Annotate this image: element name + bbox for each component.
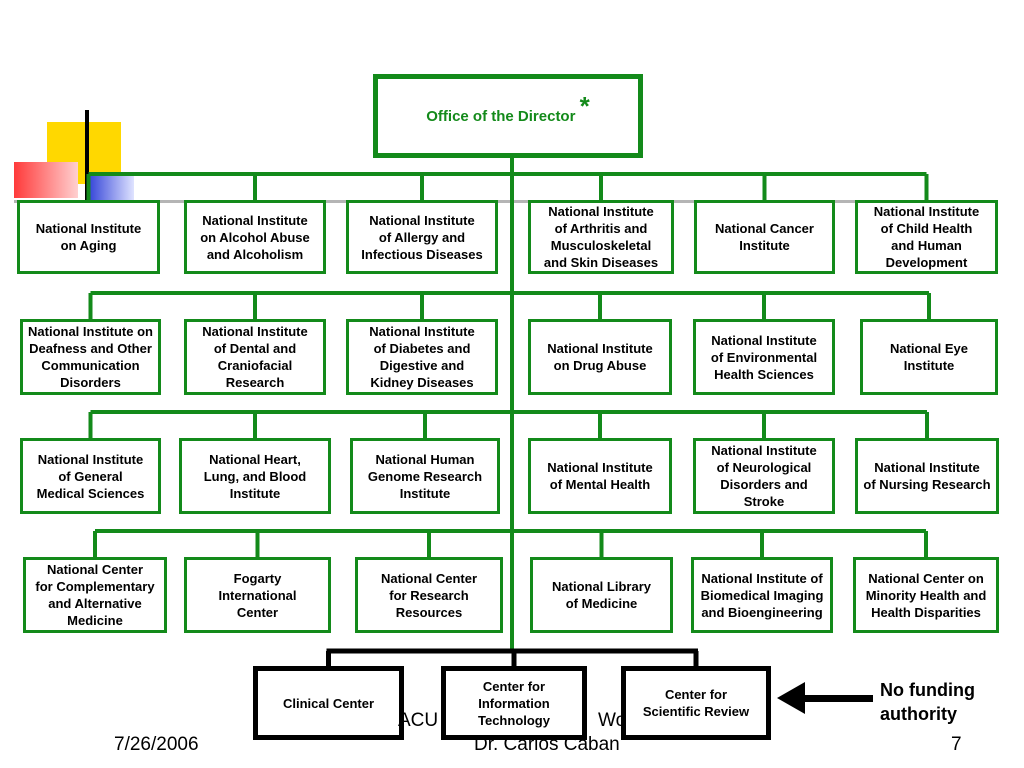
institute-box: National Institute of Environmental Heal… (693, 319, 835, 395)
deco-vertical-line (85, 110, 89, 210)
institute-box: National Institute on Alcohol Abuse and … (184, 200, 326, 274)
footer-author: Dr. Carlos Caban (474, 734, 620, 755)
institute-box: National Heart, Lung, and Blood Institut… (179, 438, 331, 514)
institute-box: National Institute of Nursing Research (855, 438, 999, 514)
institute-box: National Center for Complementary and Al… (23, 557, 167, 633)
institute-box: National Institute of Biomedical Imaging… (691, 557, 833, 633)
institute-box: National Eye Institute (860, 319, 998, 395)
institute-box: National Center for Research Resources (355, 557, 503, 633)
deco-horizontal-line (14, 200, 994, 203)
institute-box: Fogarty International Center (184, 557, 331, 633)
institute-box: National Library of Medicine (530, 557, 673, 633)
institute-box: National Human Genome Research Institute (350, 438, 500, 514)
institute-box: National Cancer Institute (694, 200, 835, 274)
footer-date: 7/26/2006 (114, 734, 199, 755)
center-box: Center for Information Technology (441, 666, 587, 740)
director-asterisk: * (579, 90, 590, 121)
institute-box: National Center on Minority Health and H… (853, 557, 999, 633)
institute-box: National Institute of Mental Health (528, 438, 672, 514)
office-of-the-director: Office of the Director * (373, 74, 643, 158)
institute-box: National Institute of Allergy and Infect… (346, 200, 498, 274)
institute-box: National Institute of Child Health and H… (855, 200, 998, 274)
institute-box: National Institute of Diabetes and Diges… (346, 319, 498, 395)
institute-box: National Institute of Arthritis and Musc… (528, 200, 674, 274)
institute-box: National Institute on Drug Abuse (528, 319, 672, 395)
deco-red-square (14, 162, 78, 198)
arrow-icon (777, 682, 873, 714)
director-label: Office of the Director (426, 107, 576, 125)
institute-box: National Institute of Dental and Craniof… (184, 319, 326, 395)
institute-box: National Institute of General Medical Sc… (20, 438, 161, 514)
footer-title-right: Wo (598, 710, 627, 731)
center-box: Center for Scientific Review (621, 666, 771, 740)
no-funding-note: No funding authority (880, 680, 975, 724)
institute-box: National Institute on Aging (17, 200, 160, 274)
footer-page-number: 7 (951, 734, 962, 755)
footer-title-left: ACU (398, 710, 439, 731)
institute-box: National Institute of Neurological Disor… (693, 438, 835, 514)
institute-box: National Institute on Deafness and Other… (20, 319, 161, 395)
center-box: Clinical Center (253, 666, 404, 740)
deco-blue-square (86, 172, 134, 200)
